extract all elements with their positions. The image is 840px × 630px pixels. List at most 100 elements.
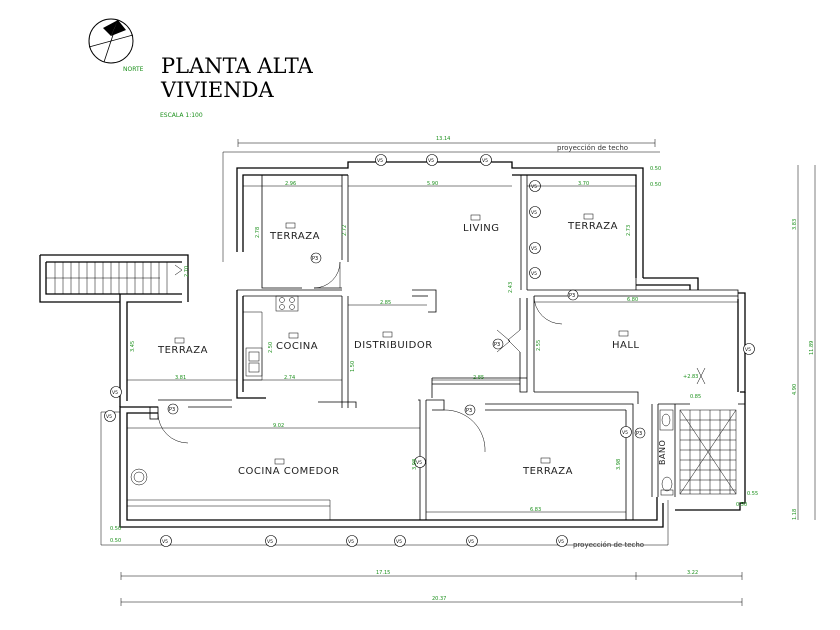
shower-grid <box>679 409 737 495</box>
dim-r-383: 3.83 <box>792 219 798 230</box>
room-bano: BAÑO <box>657 440 667 465</box>
dim-r-490: 4.90 <box>792 384 798 395</box>
dim-top-overall: 13.14 <box>436 136 450 142</box>
dim-050: 0.50 <box>650 166 661 172</box>
title-line-1: PLANTA ALTA <box>161 54 314 78</box>
door-tag-p3-a <box>310 252 322 264</box>
north-arrow: NORTE <box>88 18 144 73</box>
room-terraza-ne: TERRAZA <box>567 221 618 232</box>
window-tag: V5 <box>416 460 422 466</box>
dim-r-118: 1.18 <box>792 509 798 520</box>
top-dimension: 13.14 <box>237 136 656 147</box>
dim-273: 2.73 <box>626 225 632 236</box>
window-tag: V5 <box>106 414 112 420</box>
room-labels: LIVING TERRAZA TERRAZA TERRAZA COCINA DI… <box>157 213 667 477</box>
room-terraza-n: TERRAZA <box>269 231 320 242</box>
window-tag: V5 <box>531 246 537 252</box>
room-living: LIVING <box>463 223 500 234</box>
doors: P3 P3 P3 P3 P3 P3 <box>157 252 646 453</box>
fixtures <box>130 295 674 496</box>
dim-274: 2.74 <box>284 375 295 381</box>
dim-345: 3.45 <box>130 341 136 352</box>
title-line-2: VIVIENDA <box>160 78 274 102</box>
window-tag: V5 <box>377 158 383 164</box>
room-hall: HALL <box>612 340 640 351</box>
window-tag: V5 <box>531 184 537 190</box>
dim-381: 3.81 <box>175 375 186 381</box>
dim-050b: 0.50 <box>650 182 661 188</box>
dim-150: 1.50 <box>350 361 356 372</box>
scale-label: ESCALA 1:100 <box>160 112 203 119</box>
stair-treads <box>46 262 183 294</box>
window-tag: V5 <box>112 390 118 396</box>
bottom-dimensions: 17.15 3.22 20.37 <box>120 570 743 606</box>
door-label-p3-f: P3 <box>636 431 642 437</box>
dim-bottom-1715: 17.15 <box>376 570 390 576</box>
sink-icon <box>245 347 263 377</box>
interior-walls <box>127 175 745 520</box>
dim-050e: 0.50 <box>110 538 121 544</box>
toilet-icon <box>661 476 673 492</box>
door-tag-p3-f <box>634 427 646 439</box>
dim-243: 2.43 <box>508 282 514 293</box>
projection-top-label: proyección de techo <box>557 144 628 152</box>
dim-055: 0.55 <box>747 491 758 497</box>
door-label-p3-d: P3 <box>569 293 575 299</box>
title-block: PLANTA ALTA VIVIENDA ESCALA 1:100 <box>160 54 314 119</box>
dim-r-1189: 11.89 <box>809 341 815 355</box>
window-tag: V5 <box>428 158 434 164</box>
level-marker: +2.83 <box>683 374 698 380</box>
dim-590: 5.90 <box>427 181 438 187</box>
window-tag: V5 <box>531 271 537 277</box>
window-tag: V5 <box>622 430 628 436</box>
interior-dimensions: 2.96 5.90 3.70 0.50 0.50 2.78 2.72 2.70 … <box>110 166 758 544</box>
dim-680: 6.80 <box>627 297 638 303</box>
door-tag-p3-c <box>464 404 476 416</box>
window-tag: V5 <box>482 158 488 164</box>
right-dimensions: 3.83 4.90 11.89 1.18 <box>792 165 816 520</box>
stove-icon <box>275 295 299 312</box>
door-tag-p3-d <box>567 289 579 301</box>
room-cocina-comedor: COCINA COMEDOR <box>238 466 340 477</box>
table-icon <box>130 468 148 486</box>
dim-085: 0.85 <box>690 394 701 400</box>
window-tags: V5 V5 V5 V5 V5 V5 V5 V5 V5 V5 V5 V5 V5 V… <box>104 154 755 547</box>
dim-bottom-2037: 20.37 <box>432 596 446 602</box>
dim-285b: 2.85 <box>473 375 484 381</box>
dim-370: 3.70 <box>578 181 589 187</box>
north-label: NORTE <box>123 66 144 73</box>
dim-050d: 0.50 <box>110 526 121 532</box>
projection-bottom-label: proyección de techo <box>573 541 644 549</box>
dim-683: 6.83 <box>530 507 541 513</box>
window-tag: V5 <box>531 210 537 216</box>
dim-272: 2.72 <box>342 225 348 236</box>
room-terraza-w: TERRAZA <box>157 345 208 356</box>
dim-398: 3.98 <box>412 459 418 470</box>
dim-bottom-322: 3.22 <box>687 570 698 576</box>
dim-902: 9.02 <box>273 423 284 429</box>
window-tag: V5 <box>396 539 402 545</box>
room-distribuidor: DISTRIBUIDOR <box>354 340 433 351</box>
window-tag: V5 <box>468 539 474 545</box>
window-tag: V5 <box>162 539 168 545</box>
door-label-p3-e: P3 <box>494 342 500 348</box>
window-tag: V5 <box>745 347 751 353</box>
window-tag: V5 <box>267 539 273 545</box>
washbasin-icon <box>659 409 674 431</box>
dim-296: 2.96 <box>285 181 296 187</box>
dim-250: 2.50 <box>268 342 274 353</box>
dim-285: 2.85 <box>380 300 391 306</box>
roof-projection: proyección de techo proyección de techo <box>100 144 669 549</box>
window-tag: V5 <box>558 539 564 545</box>
door-label-p3-c: P3 <box>466 408 472 414</box>
dim-270: 2.70 <box>184 266 190 277</box>
dim-255: 2.55 <box>536 340 542 351</box>
dim-278: 2.78 <box>255 227 261 238</box>
door-label-p3-b: P3 <box>169 407 175 413</box>
room-terraza-s: TERRAZA <box>522 466 573 477</box>
window-tag: V5 <box>348 539 354 545</box>
door-tag-p3-b <box>167 403 179 415</box>
dim-050c: 0.50 <box>736 502 747 508</box>
door-tag-p3-e <box>492 338 504 350</box>
dim-398b: 3.98 <box>616 459 622 470</box>
